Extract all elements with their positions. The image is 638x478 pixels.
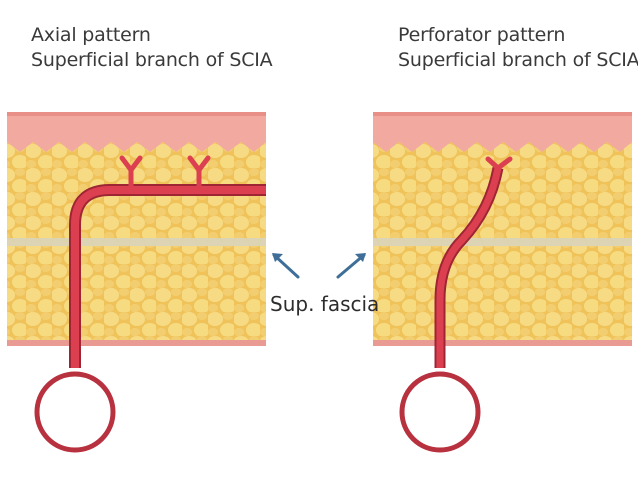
right-deep-fascia <box>373 340 632 346</box>
axial-branch-2 <box>187 155 211 193</box>
right-arrowhead-icon <box>355 253 366 262</box>
fascia-arrows <box>272 253 366 279</box>
sup-fascia-label: Sup. fascia <box>270 292 380 316</box>
axial-pattern-subtitle: Superficial branch of SCIA <box>31 49 273 71</box>
right-skin-top-line <box>373 112 632 116</box>
perforator-pattern-subtitle: Superficial branch of SCIA <box>398 49 638 71</box>
right-dermis-edge <box>373 138 632 152</box>
axial-pattern-title: Axial pattern <box>31 24 151 46</box>
left-skin-layer <box>7 112 266 142</box>
axial-branch-1 <box>119 155 143 193</box>
perforator-vessel-fill <box>436 167 502 368</box>
left-arrowhead-icon <box>272 253 283 262</box>
left-deep-fascia <box>7 340 266 346</box>
left-superficial-fascia <box>7 238 266 246</box>
perforator-pattern-title: Perforator pattern <box>398 24 566 46</box>
left-skin-top-line <box>7 112 266 116</box>
perforator-vessel <box>399 156 513 453</box>
perforator-pattern-caption: Perforator pattern Superficial branch of… <box>398 23 638 73</box>
axial-vessel <box>34 155 266 453</box>
perforator-terminal-branch <box>485 156 513 171</box>
right-skin-layer <box>373 112 632 142</box>
axial-vessel-fill <box>71 186 266 368</box>
perforator-source-vessel <box>399 371 481 453</box>
axial-source-vessel <box>34 371 116 453</box>
right-superficial-fascia <box>373 238 632 246</box>
right-tissue-block <box>373 112 632 346</box>
left-tissue-block <box>7 112 266 346</box>
left-dermis-edge <box>7 138 266 152</box>
axial-pattern-caption: Axial pattern Superficial branch of SCIA <box>31 23 273 73</box>
right-fat-layer <box>373 128 632 346</box>
